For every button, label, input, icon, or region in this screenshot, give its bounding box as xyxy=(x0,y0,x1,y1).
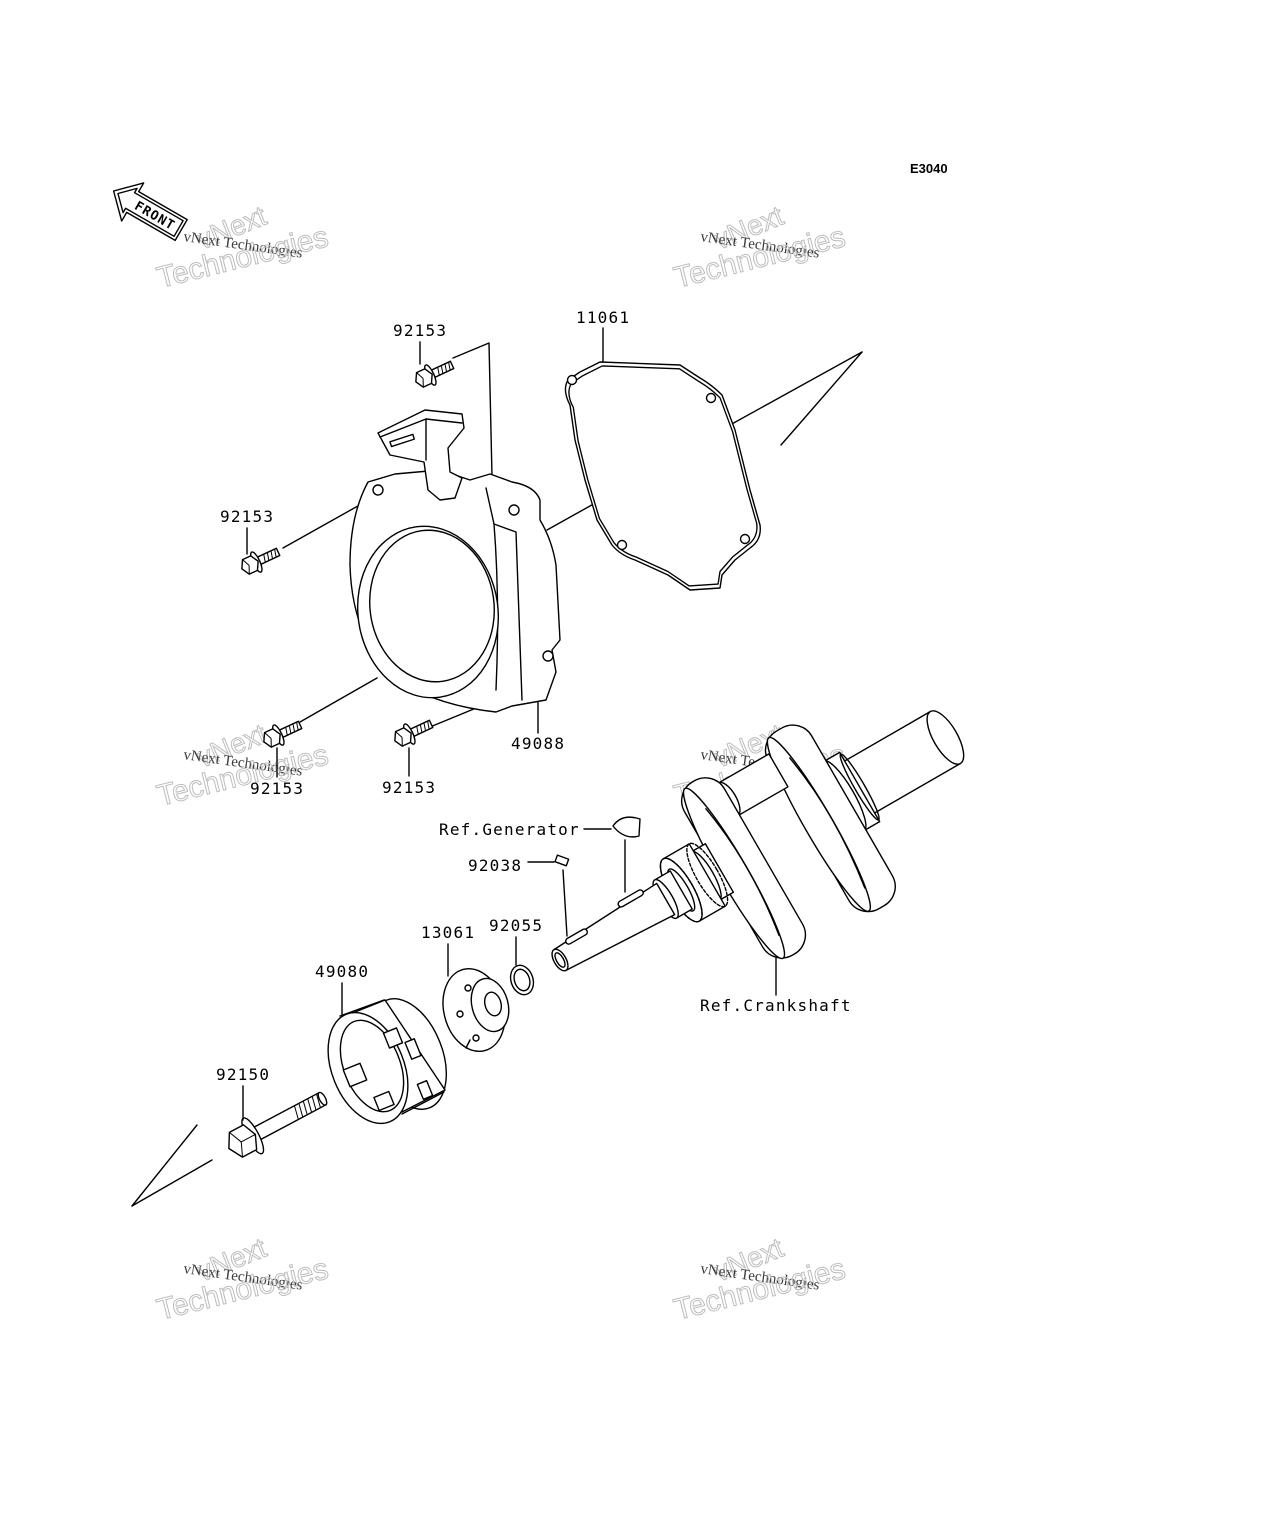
taper-shaft xyxy=(551,870,693,972)
front-arrow-icon: FRONT xyxy=(112,182,188,242)
label-bolt-lower-mid: 92153 xyxy=(382,778,436,797)
starter-handle xyxy=(377,409,465,501)
label-hub: 13061 xyxy=(421,923,475,942)
crank-web-rear xyxy=(764,724,896,913)
diagram-code: E3040 xyxy=(910,161,948,176)
label-key-small: 92038 xyxy=(468,856,522,875)
small-key xyxy=(554,854,570,867)
label-cup: 49080 xyxy=(315,962,369,981)
gasket xyxy=(564,361,761,591)
label-o-ring: 92055 xyxy=(489,916,543,935)
hub xyxy=(442,967,510,1053)
bolt-left xyxy=(236,541,284,580)
starter-cover xyxy=(349,409,561,713)
label-cover: 49088 xyxy=(511,734,565,753)
leader-lines xyxy=(242,327,777,1121)
bolt-lower-mid xyxy=(389,713,437,752)
label-gasket: 11061 xyxy=(576,308,630,327)
watermark-mid-left: vNext vNext Technologies Technologies xyxy=(153,717,332,813)
flange-bolt xyxy=(228,1091,328,1158)
label-flange-bolt: 92150 xyxy=(216,1065,270,1084)
label-ref-crankshaft: Ref.Crankshaft xyxy=(700,996,852,1015)
watermark-top-left: vNext vNext Technologies Technologies xyxy=(153,199,332,295)
label-ref-generator: Ref.Generator xyxy=(439,820,580,839)
watermark-top-right: vNext vNext Technologies Technologies xyxy=(670,199,849,295)
label-bolt-lower-left: 92153 xyxy=(250,779,304,798)
watermark-bottom-right: vNext vNext Technologies Technologies xyxy=(670,1231,849,1327)
coupling-cup xyxy=(327,998,447,1125)
o-ring xyxy=(509,964,535,996)
crankshaft xyxy=(551,710,965,972)
bolt-top xyxy=(410,354,458,393)
label-bolt-left: 92153 xyxy=(220,507,274,526)
woodruff-key xyxy=(612,816,641,838)
watermark-bottom-left: vNext vNext Technologies Technologies xyxy=(153,1231,332,1327)
label-bolt-top: 92153 xyxy=(393,321,447,340)
